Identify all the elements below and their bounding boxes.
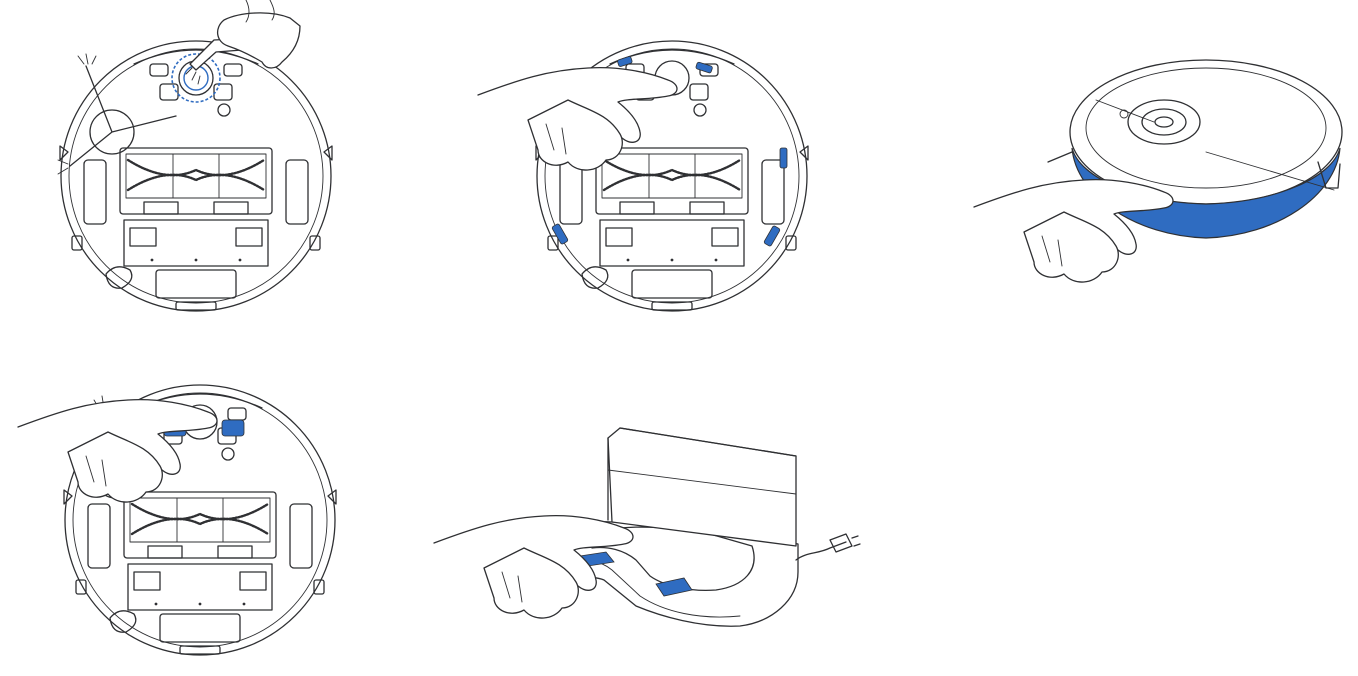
front-sensor-window [171, 53, 221, 103]
panel-2 [477, 39, 810, 313]
panel-3 [973, 59, 1343, 283]
cleaning-brush-tool [185, 0, 301, 85]
cliff-sensors [551, 56, 788, 247]
hand-with-cloth [973, 178, 1174, 283]
robot-top-view [1047, 59, 1343, 239]
dock-charging-pads [579, 551, 693, 597]
panel-4 [17, 383, 338, 657]
charging-dock [539, 427, 861, 627]
robot-bottom-view [57, 39, 334, 313]
panel-1 [57, 0, 334, 313]
panel-5 [433, 427, 861, 627]
